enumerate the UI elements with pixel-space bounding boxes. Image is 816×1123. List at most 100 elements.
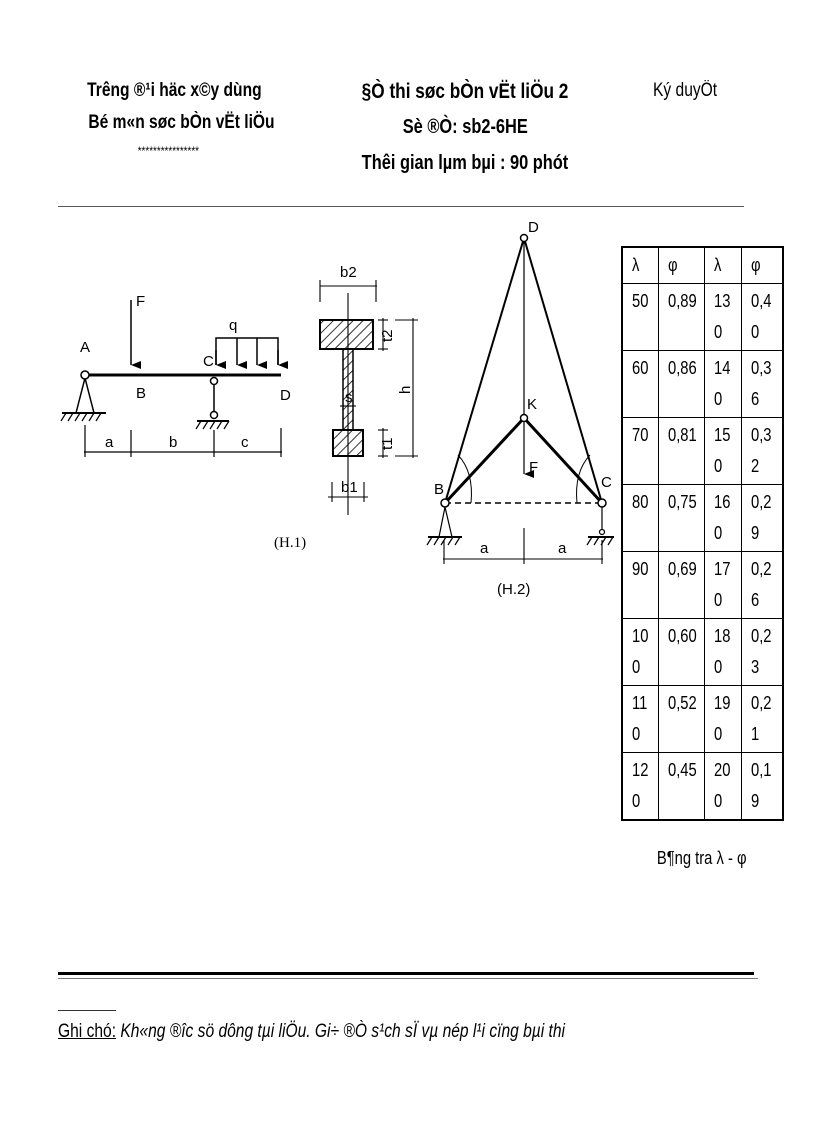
footer-divider-thick [58,972,754,975]
roller-support-c [195,376,230,430]
table-cell: 0,29 [740,484,784,552]
label-c: C [203,353,214,370]
table-cell: 0,36 [740,350,784,418]
table-cell: 0,86 [657,350,705,418]
header-divider [58,206,744,207]
table-cell: 170 [703,551,742,619]
dim-h: h [397,386,414,394]
beam-dimensions [84,425,282,457]
roller-support-c-truss [586,507,614,546]
note-rule [58,1010,116,1011]
dim-t2: t2 [379,329,396,342]
dim-s: s [345,389,353,406]
dim-a-right: a [558,540,567,557]
pin-support-a [60,370,106,422]
table-cell: 90 [621,551,659,619]
distributed-load-q [215,337,288,369]
table-cell: 0,45 [657,752,705,821]
joint-c [597,498,607,508]
table-cell: 180 [703,618,742,686]
table-cell: 0,32 [740,417,784,485]
table-cell: 110 [621,685,659,753]
table-cell: 0,40 [740,283,784,351]
table-cell: 150 [703,417,742,485]
dim-b2: b2 [340,264,357,281]
t-section-diagram: b2 t2 h s t1 b1 [319,264,418,515]
label-d: D [280,387,291,404]
dim-c: c [241,434,249,451]
exam-duration: Thêi gian lµm bµi : 90 phót [361,152,569,174]
footer-note: Ghi chó: Kh«ng ®îc sö dông tµi liÖu. Gi÷… [58,1021,565,1043]
table-cell: 0,89 [657,283,705,351]
dim-a: a [105,434,114,451]
table-cell: 100 [621,618,659,686]
table-header-cell: φ [657,246,705,284]
label-d-truss: D [528,219,539,236]
label-c-truss: C [601,474,612,491]
note-label: Ghi chó: [58,1021,117,1042]
department-name: Bé m«n søc bÒn vËt liÖu [88,112,275,133]
table-caption: B¶ng tra λ - φ [656,848,747,868]
table-cell: 0,52 [657,685,705,753]
table-header-cell: λ [703,246,742,284]
table-header-cell: λ [621,246,659,284]
table-cell: 80 [621,484,659,552]
table-cell: 200 [703,752,742,821]
table-cell: 120 [621,752,659,821]
joint-d [519,233,529,243]
table-cell: 0,81 [657,417,705,485]
exam-title: §Ò thi søc bÒn vËt liÖu 2 [361,80,569,103]
exam-code: Sè ®Ò: sb2-6HE [402,116,528,138]
label-f-truss: F [529,459,538,476]
dim-t1: t1 [379,437,396,450]
approval-label: Ký duyÖt [652,80,718,101]
footer-divider-thin [58,978,758,979]
table-cell: 0,75 [657,484,705,552]
label-f: F [136,293,145,310]
table-cell: 190 [703,685,742,753]
figure1-caption: (H.1) [274,535,306,551]
table-cell: 0,69 [657,551,705,619]
table-cell: 60 [621,350,659,418]
joint-b [440,498,450,508]
note-text: Kh«ng ®îc sö dông tµi liÖu. Gi÷ ®Ò s¹ch … [116,1021,566,1042]
dim-b: b [169,434,177,451]
table-cell: 0,19 [740,752,784,821]
label-k: K [527,396,537,413]
label-q: q [229,317,237,334]
table-cell: 0,23 [740,618,784,686]
university-name: Trêng ®¹i häc x©y dùng [87,80,262,101]
dim-a-left: a [480,540,489,557]
table-cell: 130 [703,283,742,351]
label-b-truss: B [434,481,444,498]
table-cell: 0,60 [657,618,705,686]
truss-diagram: D K F B C a a [426,219,614,564]
figure2-caption: (H.2) [497,581,530,598]
pin-support-b [426,506,462,546]
stars-divider: **************** [137,144,199,158]
table-cell: 70 [621,417,659,485]
table-cell: 50 [621,283,659,351]
table-cell: 0,21 [740,685,784,753]
label-a: A [80,339,90,356]
table-cell: 160 [703,484,742,552]
label-b: B [136,385,146,402]
table-cell: 0,26 [740,551,784,619]
joint-k [519,413,529,423]
dim-b1: b1 [341,479,358,496]
table-header-cell: φ [740,246,784,284]
table-cell: 140 [703,350,742,418]
beam-diagram: A F B C q D a b c [60,293,291,457]
truss-dimensions [443,528,603,564]
